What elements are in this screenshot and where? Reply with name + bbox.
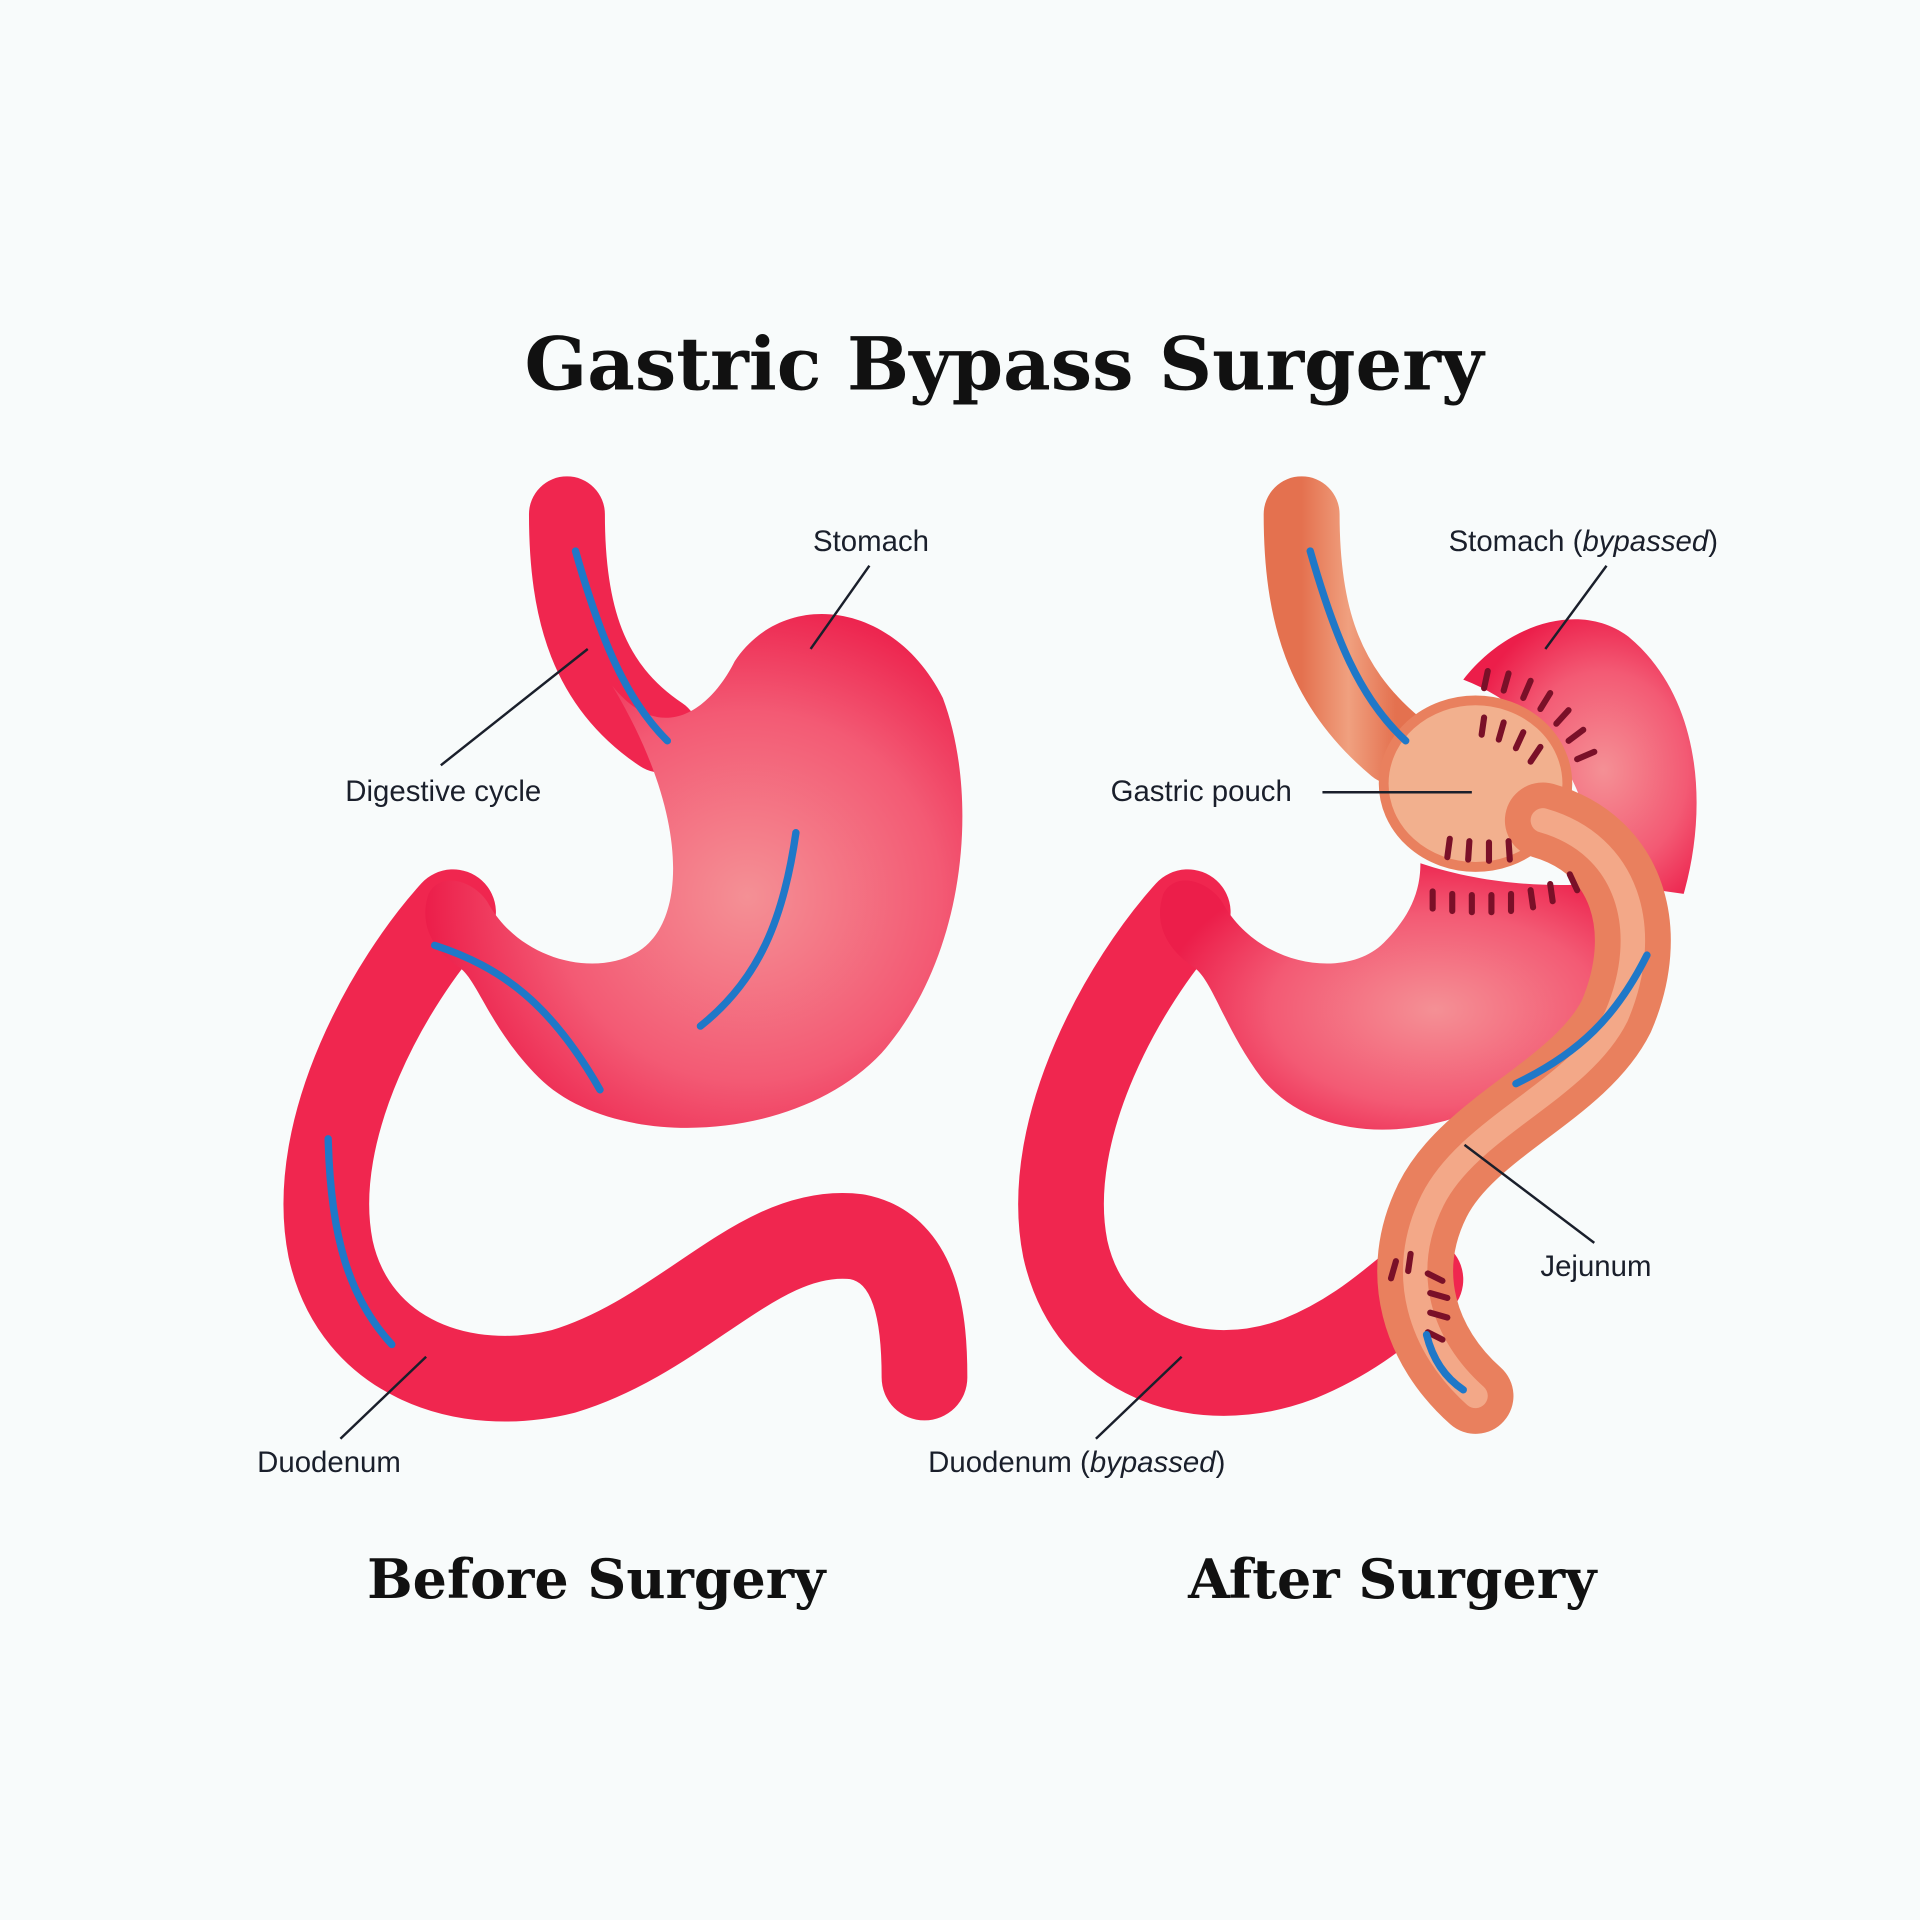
before-surgery-caption: Before Surgery bbox=[367, 1547, 827, 1611]
after-surgery-caption: After Surgery bbox=[1187, 1547, 1598, 1611]
label-stomach-bypassed: Stomach (bypassed) bbox=[1449, 525, 1718, 558]
label-digestive-cycle: Digestive cycle bbox=[345, 775, 541, 808]
duodenum-bypassed-tube bbox=[1018, 869, 1464, 1416]
arrow-icon bbox=[571, 547, 672, 745]
arrow-icon bbox=[1512, 951, 1651, 1088]
jejunum-highlight bbox=[1402, 808, 1646, 1409]
label-duodenum: Duodenum bbox=[257, 1446, 401, 1479]
arrow-icon bbox=[696, 828, 800, 1030]
staples bbox=[1387, 667, 1598, 1343]
esophagus bbox=[528, 476, 700, 773]
label-jejunum: Jejunum bbox=[1540, 1250, 1651, 1283]
label-duodenum-bypassed: Duodenum (bypassed) bbox=[928, 1446, 1225, 1479]
arrow-icon bbox=[1306, 547, 1410, 745]
bypassed-stomach-lower bbox=[1159, 863, 1619, 1130]
esophagus-after bbox=[1263, 476, 1434, 785]
arrow-icon bbox=[431, 941, 604, 1094]
arrow-icon bbox=[1422, 1331, 1467, 1394]
label-stomach: Stomach bbox=[813, 525, 929, 558]
after-surgery-illustration: Stomach (bypassed) Gastric pouch Jejunum… bbox=[928, 476, 1718, 1479]
before-surgery-illustration: Stomach Digestive cycle Duodenum bbox=[257, 476, 968, 1479]
stomach-shape bbox=[425, 613, 963, 1128]
duodenum-tube bbox=[283, 869, 968, 1422]
page-title: Gastric Bypass Surgery bbox=[525, 321, 1486, 407]
arrow-icon bbox=[324, 1135, 396, 1349]
label-gastric-pouch: Gastric pouch bbox=[1111, 775, 1292, 808]
